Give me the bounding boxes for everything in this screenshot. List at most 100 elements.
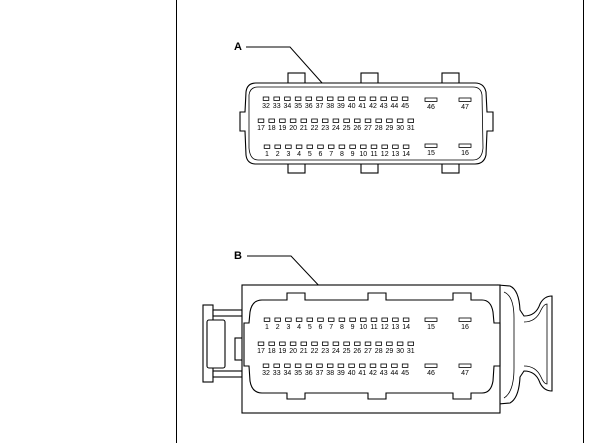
connector-b-pin-number: 22: [311, 348, 319, 355]
connector-a-pin-cavity: [407, 118, 414, 123]
connector-b-pin-number: 13: [392, 324, 400, 331]
connector-a-pin-cavity: [311, 118, 318, 123]
connector-b-pin-number: 32: [262, 370, 270, 377]
connector-a-pin-number: 34: [284, 103, 292, 110]
connector-b-pin-cavity: [321, 341, 329, 346]
connector-a-callout-line: [246, 46, 324, 85]
connector-a-pin-number: 17: [257, 125, 265, 132]
connector-a-pin-number: 1: [265, 151, 269, 158]
connector-b-pin-cavity: [305, 363, 312, 368]
connector-a-pin-cavity: [391, 96, 398, 101]
connector-a-pin-cavity: [381, 144, 388, 149]
connector-a-pin-cavity: [326, 96, 334, 101]
connector-b-pin-number: 28: [375, 348, 383, 355]
connector-a-pin-cavity: [316, 96, 323, 101]
connector-a-pin-number: 5: [308, 151, 312, 158]
connector-b-pin-number: 38: [326, 370, 334, 377]
connector-a-pin-cavity: [349, 144, 356, 149]
connector-b-callout-line: [247, 255, 324, 291]
connector-b-pin-cavity: [273, 363, 280, 368]
connector-b-right-boot: [497, 284, 553, 405]
connector-a-pin-number: 33: [273, 103, 281, 110]
connector-a-pin-cavity: [279, 118, 286, 123]
connector-b-pin-number: 12: [381, 324, 389, 331]
connector-a-pin-cavity: [360, 144, 367, 149]
connector-a-pin-cavity: [370, 144, 378, 149]
connector-b-pin-cavity: [263, 317, 271, 322]
connector-b-pin-number: 1: [265, 324, 269, 331]
connector-a-pin-cavity: [369, 96, 377, 101]
connector-b-pin-number: 44: [391, 370, 399, 377]
connector-a-pin-cavity: [401, 96, 409, 101]
connector-b-pin-cavity: [349, 317, 356, 322]
connector-a-pin-number: 21: [300, 125, 308, 132]
connector-a-tab: [441, 72, 460, 85]
connector-b-pin-number: 45: [401, 370, 409, 377]
connector-b-pin-cavity: [317, 317, 324, 322]
connector-a-pin-number: 10: [359, 151, 367, 158]
connector-b-pin-number: 18: [268, 348, 276, 355]
connector-a-large-pin-cavity: [458, 97, 472, 102]
connector-a-pin-cavity: [380, 96, 387, 101]
connector-a-pin-number: 6: [319, 151, 323, 158]
connector-a-pin-cavity: [289, 118, 297, 123]
connector-a-pin-number: 29: [386, 125, 394, 132]
connector-b-pin-number: 17: [257, 348, 265, 355]
connector-b-pin-cavity: [262, 363, 270, 368]
connector-b-pin-cavity: [326, 363, 334, 368]
connector-b-pin-cavity: [360, 317, 367, 322]
connector-b-large-pin-cavity: [424, 363, 438, 368]
connector-b-pin-number: 27: [364, 348, 372, 355]
connector-b-large-pin-cavity: [458, 317, 472, 322]
connector-b-pin-number: 40: [348, 370, 356, 377]
connector-b-large-pin-number: 16: [461, 324, 469, 331]
connector-a-pin-number: 13: [392, 151, 400, 158]
connector-b-pin-cavity: [311, 341, 318, 346]
connector-a-tab: [287, 72, 306, 85]
connector-b-pin-number: 39: [337, 370, 345, 377]
connector-b-pin-number: 19: [279, 348, 287, 355]
connector-b-pin-cavity: [396, 341, 404, 346]
connector-a-pin-number: 20: [289, 125, 297, 132]
connector-a-pin-number: 30: [396, 125, 404, 132]
connector-b-large-pin-cavity: [424, 317, 438, 322]
connector-b-pin-number: 43: [380, 370, 388, 377]
connector-a-inner-outline: [248, 86, 484, 161]
connector-b-pin-cavity: [348, 363, 355, 368]
connector-b-pin-number: 8: [340, 324, 344, 331]
connector-b-pin-cavity: [294, 363, 302, 368]
connector-b-pin-number: 26: [353, 348, 361, 355]
connector-a-pin-cavity: [317, 144, 324, 149]
connector-b-pin-number: 10: [359, 324, 367, 331]
connector-a-pin-cavity: [262, 96, 270, 101]
connector-a-pin-number: 39: [337, 103, 345, 110]
connector-a-pin-cavity: [268, 118, 275, 123]
connector-b-pin-number: 20: [289, 348, 297, 355]
connector-a-large-pin-cavity: [458, 143, 472, 148]
connector-a-pin-number: 43: [380, 103, 388, 110]
connector-b-pin-number: 33: [273, 370, 281, 377]
connector-a-pin-number: 26: [353, 125, 361, 132]
connector-b-label: B: [234, 250, 242, 262]
connector-a-pin-cavity: [257, 118, 265, 123]
connector-a-pin-cavity: [396, 118, 404, 123]
connector-a-pin-number: 40: [348, 103, 356, 110]
connector-a-pin-number: 12: [381, 151, 389, 158]
connector-a-pin-cavity: [386, 118, 393, 123]
connector-b-pin-cavity: [370, 317, 378, 322]
connector-b-pin-cavity: [386, 341, 393, 346]
connector-a-pin-number: 45: [401, 103, 409, 110]
connector-a-pin-cavity: [359, 96, 366, 101]
connector-a-pin-number: 22: [311, 125, 319, 132]
connector-a-pin-number: 4: [297, 151, 301, 158]
connector-b-pin-number: 5: [308, 324, 312, 331]
connector-b-pin-number: 29: [386, 348, 394, 355]
connector-a-pin-cavity: [273, 96, 280, 101]
connector-a-pin-number: 35: [294, 103, 302, 110]
connector-a-label: A: [234, 41, 242, 53]
connector-a-pin-cavity: [364, 118, 372, 123]
connector-a-pin-number: 25: [343, 125, 351, 132]
